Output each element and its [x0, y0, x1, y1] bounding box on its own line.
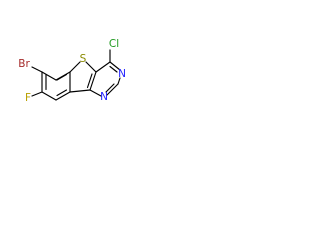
bond-c10-n2	[106, 83, 119, 96]
atom-labels: S Cl Br F N N	[18, 38, 126, 104]
bond-c3-f	[31, 91, 43, 97]
bond-c9-n1	[109, 61, 121, 71]
bond-c7-c9	[95, 61, 111, 73]
atom-nitrogen-upper: N	[118, 68, 126, 80]
bond-c4-c5	[55, 91, 71, 101]
bond-c6-s	[69, 61, 81, 73]
bond-c7-c8-double	[86, 73, 93, 89]
bond-n1-c10	[117, 77, 121, 85]
atom-chlorine: Cl	[109, 38, 119, 50]
bond-c7-c8	[89, 71, 97, 91]
atom-fluorine: F	[25, 92, 31, 104]
bonds	[31, 49, 121, 101]
bond-c9-n1-double	[109, 65, 118, 73]
bond-c6-c1-double	[56, 73, 68, 81]
bond-c1-c2	[41, 71, 57, 81]
bond-c8-c5	[69, 89, 91, 93]
atom-bromine: Br	[18, 58, 30, 70]
atom-sulfur: S	[80, 53, 87, 65]
bond-c10-n2-double	[105, 83, 115, 93]
bond-c4-c5-double	[56, 89, 68, 97]
bond-s-c7	[85, 61, 97, 73]
bond-c2-br	[31, 66, 43, 73]
atom-nitrogen-lower: N	[100, 91, 108, 103]
bond-c3-c4	[41, 91, 57, 101]
bond-n2-c8	[89, 89, 102, 97]
molecule-structure: S Cl Br F N N	[18, 38, 126, 104]
